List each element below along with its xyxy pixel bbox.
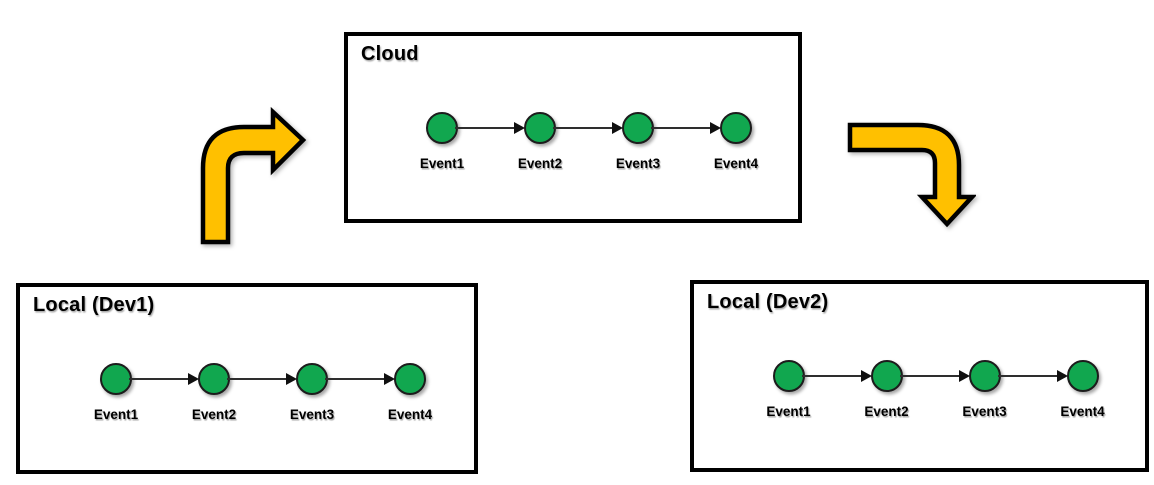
event-node: Event1	[94, 363, 138, 422]
panel-cloud: Cloud Event1 Event2 Event3 Event4	[344, 32, 802, 223]
event-chain: Event1 Event2 Event3 Event4	[94, 363, 432, 422]
event-node: Event3	[290, 363, 334, 422]
event-node: Event4	[388, 363, 432, 422]
panel-title: Cloud	[361, 43, 419, 65]
event-label: Event3	[615, 156, 661, 171]
event-node: Event2	[192, 363, 236, 422]
panel-title: Local (Dev2)	[707, 291, 829, 313]
event-label: Event1	[419, 156, 465, 171]
event-circle-icon	[870, 360, 903, 392]
event-flow-arrow	[801, 360, 872, 392]
event-node: Event4	[1060, 360, 1105, 419]
event-label: Event2	[517, 156, 563, 171]
event-flow-arrow	[651, 112, 721, 144]
event-label: Event3	[289, 407, 335, 422]
event-label: Event1	[93, 407, 139, 422]
event-node: Event3	[616, 112, 660, 171]
event-circle-icon	[394, 363, 426, 395]
event-circle-icon	[1066, 360, 1099, 392]
event-label: Event1	[766, 404, 811, 419]
event-node: Event4	[714, 112, 758, 171]
event-flow-arrow	[553, 112, 623, 144]
event-chain: Event1 Event2 Event3 Event4	[766, 360, 1105, 419]
bent-down-arrow-icon	[846, 120, 976, 238]
event-circle-icon	[772, 360, 805, 392]
event-circle-icon	[720, 112, 752, 144]
event-circle-icon	[968, 360, 1001, 392]
event-circle-icon	[198, 363, 230, 395]
event-node: Event1	[766, 360, 811, 419]
event-label: Event3	[962, 404, 1007, 419]
event-flow-arrow	[997, 360, 1068, 392]
panel-local-dev1: Local (Dev1) Event1 Event2 Event3 Event4	[16, 283, 478, 474]
event-flow-arrow	[325, 363, 395, 395]
panel-title: Local (Dev1)	[33, 294, 155, 316]
event-circle-icon	[622, 112, 654, 144]
event-chain: Event1 Event2 Event3 Event4	[420, 112, 758, 171]
event-label: Event4	[1060, 404, 1105, 419]
event-node: Event3	[962, 360, 1007, 419]
event-node: Event2	[518, 112, 562, 171]
event-flow-arrow	[129, 363, 199, 395]
event-node: Event2	[864, 360, 909, 419]
event-circle-icon	[296, 363, 328, 395]
panel-local-dev2: Local (Dev2) Event1 Event2 Event3 Event4	[690, 280, 1149, 472]
event-circle-icon	[426, 112, 458, 144]
bent-up-right-arrow-icon	[199, 106, 309, 246]
event-flow-arrow	[455, 112, 525, 144]
event-flow-arrow	[899, 360, 970, 392]
event-label: Event2	[864, 404, 909, 419]
event-node: Event1	[420, 112, 464, 171]
event-label: Event2	[191, 407, 237, 422]
event-label: Event4	[387, 407, 433, 422]
event-flow-arrow	[227, 363, 297, 395]
event-label: Event4	[713, 156, 759, 171]
event-circle-icon	[524, 112, 556, 144]
event-circle-icon	[100, 363, 132, 395]
